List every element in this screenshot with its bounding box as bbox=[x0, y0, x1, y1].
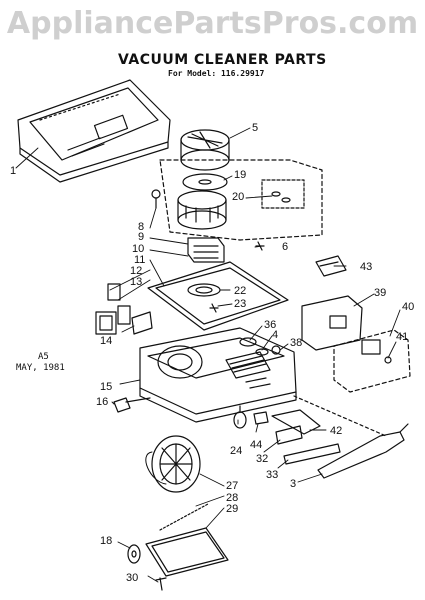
seal-ring bbox=[187, 283, 221, 297]
bumper bbox=[283, 443, 341, 465]
callout-12: 12 bbox=[130, 265, 143, 277]
callout-19: 19 bbox=[234, 169, 247, 181]
callout-5: 5 bbox=[252, 122, 259, 134]
callout-30: 30 bbox=[126, 572, 139, 584]
callout-29: 29 bbox=[226, 503, 239, 515]
callout-3: 3 bbox=[290, 478, 297, 490]
callout-16: 16 bbox=[96, 396, 109, 408]
knob bbox=[151, 189, 161, 209]
cord-plug bbox=[113, 397, 151, 413]
callout-4: 4 bbox=[272, 329, 279, 341]
rear-wheel bbox=[127, 544, 141, 564]
leader-lines bbox=[15, 127, 401, 583]
hood-cover bbox=[17, 79, 171, 183]
screw-30 bbox=[155, 577, 167, 591]
callout-28: 28 bbox=[226, 492, 239, 504]
callout-36: 36 bbox=[264, 319, 277, 331]
bag-holder bbox=[301, 295, 363, 351]
filter-pad bbox=[315, 255, 347, 277]
callout-9: 9 bbox=[138, 231, 145, 243]
callout-42: 42 bbox=[330, 425, 343, 437]
brush-clip bbox=[271, 191, 291, 203]
bottom-plate bbox=[145, 503, 229, 577]
switch-plate bbox=[131, 311, 153, 335]
stamp-date: MAY, 1981 bbox=[16, 363, 65, 373]
callout-33: 33 bbox=[266, 469, 279, 481]
model-subtitle: For Model: 116.29917 bbox=[168, 69, 265, 78]
callout-27: 27 bbox=[226, 480, 239, 492]
callout-40: 40 bbox=[402, 301, 415, 313]
revision-stamp: A5 MAY, 1981 bbox=[16, 352, 65, 374]
tank-body bbox=[139, 327, 297, 423]
callout-23: 23 bbox=[234, 298, 247, 310]
callout-20: 20 bbox=[232, 191, 245, 203]
callout-24: 24 bbox=[230, 445, 243, 457]
callout-44: 44 bbox=[250, 439, 263, 451]
screw-23 bbox=[209, 303, 219, 313]
bag-door bbox=[333, 329, 411, 393]
cord-reel bbox=[145, 435, 201, 493]
callout-14: 14 bbox=[100, 335, 113, 347]
gasket-frame bbox=[147, 261, 289, 331]
callout-38: 38 bbox=[290, 337, 303, 349]
callout-41: 41 bbox=[396, 331, 409, 343]
callout-43: 43 bbox=[360, 261, 373, 273]
callout-8: 8 bbox=[138, 221, 145, 233]
axle bbox=[253, 411, 269, 425]
diagram-title: VACUUM CLEANER PARTS bbox=[118, 52, 327, 68]
motor bbox=[177, 173, 228, 230]
callout-22: 22 bbox=[234, 285, 247, 297]
watermark: AppliancePartsPros.com bbox=[6, 6, 419, 41]
fitting bbox=[239, 337, 269, 356]
caster-wheel bbox=[233, 405, 247, 429]
switch-parts bbox=[95, 283, 131, 335]
motor-group-box bbox=[159, 159, 323, 241]
callout-10: 10 bbox=[132, 243, 145, 255]
callout-6: 6 bbox=[282, 241, 289, 253]
latch bbox=[275, 425, 303, 445]
callout-18: 18 bbox=[100, 535, 113, 547]
callout-11: 11 bbox=[134, 254, 146, 266]
filter-block bbox=[187, 237, 225, 263]
callout-1: 1 bbox=[10, 165, 17, 177]
stamp-code: A5 bbox=[38, 352, 49, 362]
motor-fan-top bbox=[180, 129, 230, 171]
callout-15: 15 bbox=[100, 381, 113, 393]
carry-handle bbox=[317, 423, 409, 479]
callout-39: 39 bbox=[374, 287, 387, 299]
callout-13: 13 bbox=[130, 276, 143, 288]
callout-32: 32 bbox=[256, 453, 269, 465]
